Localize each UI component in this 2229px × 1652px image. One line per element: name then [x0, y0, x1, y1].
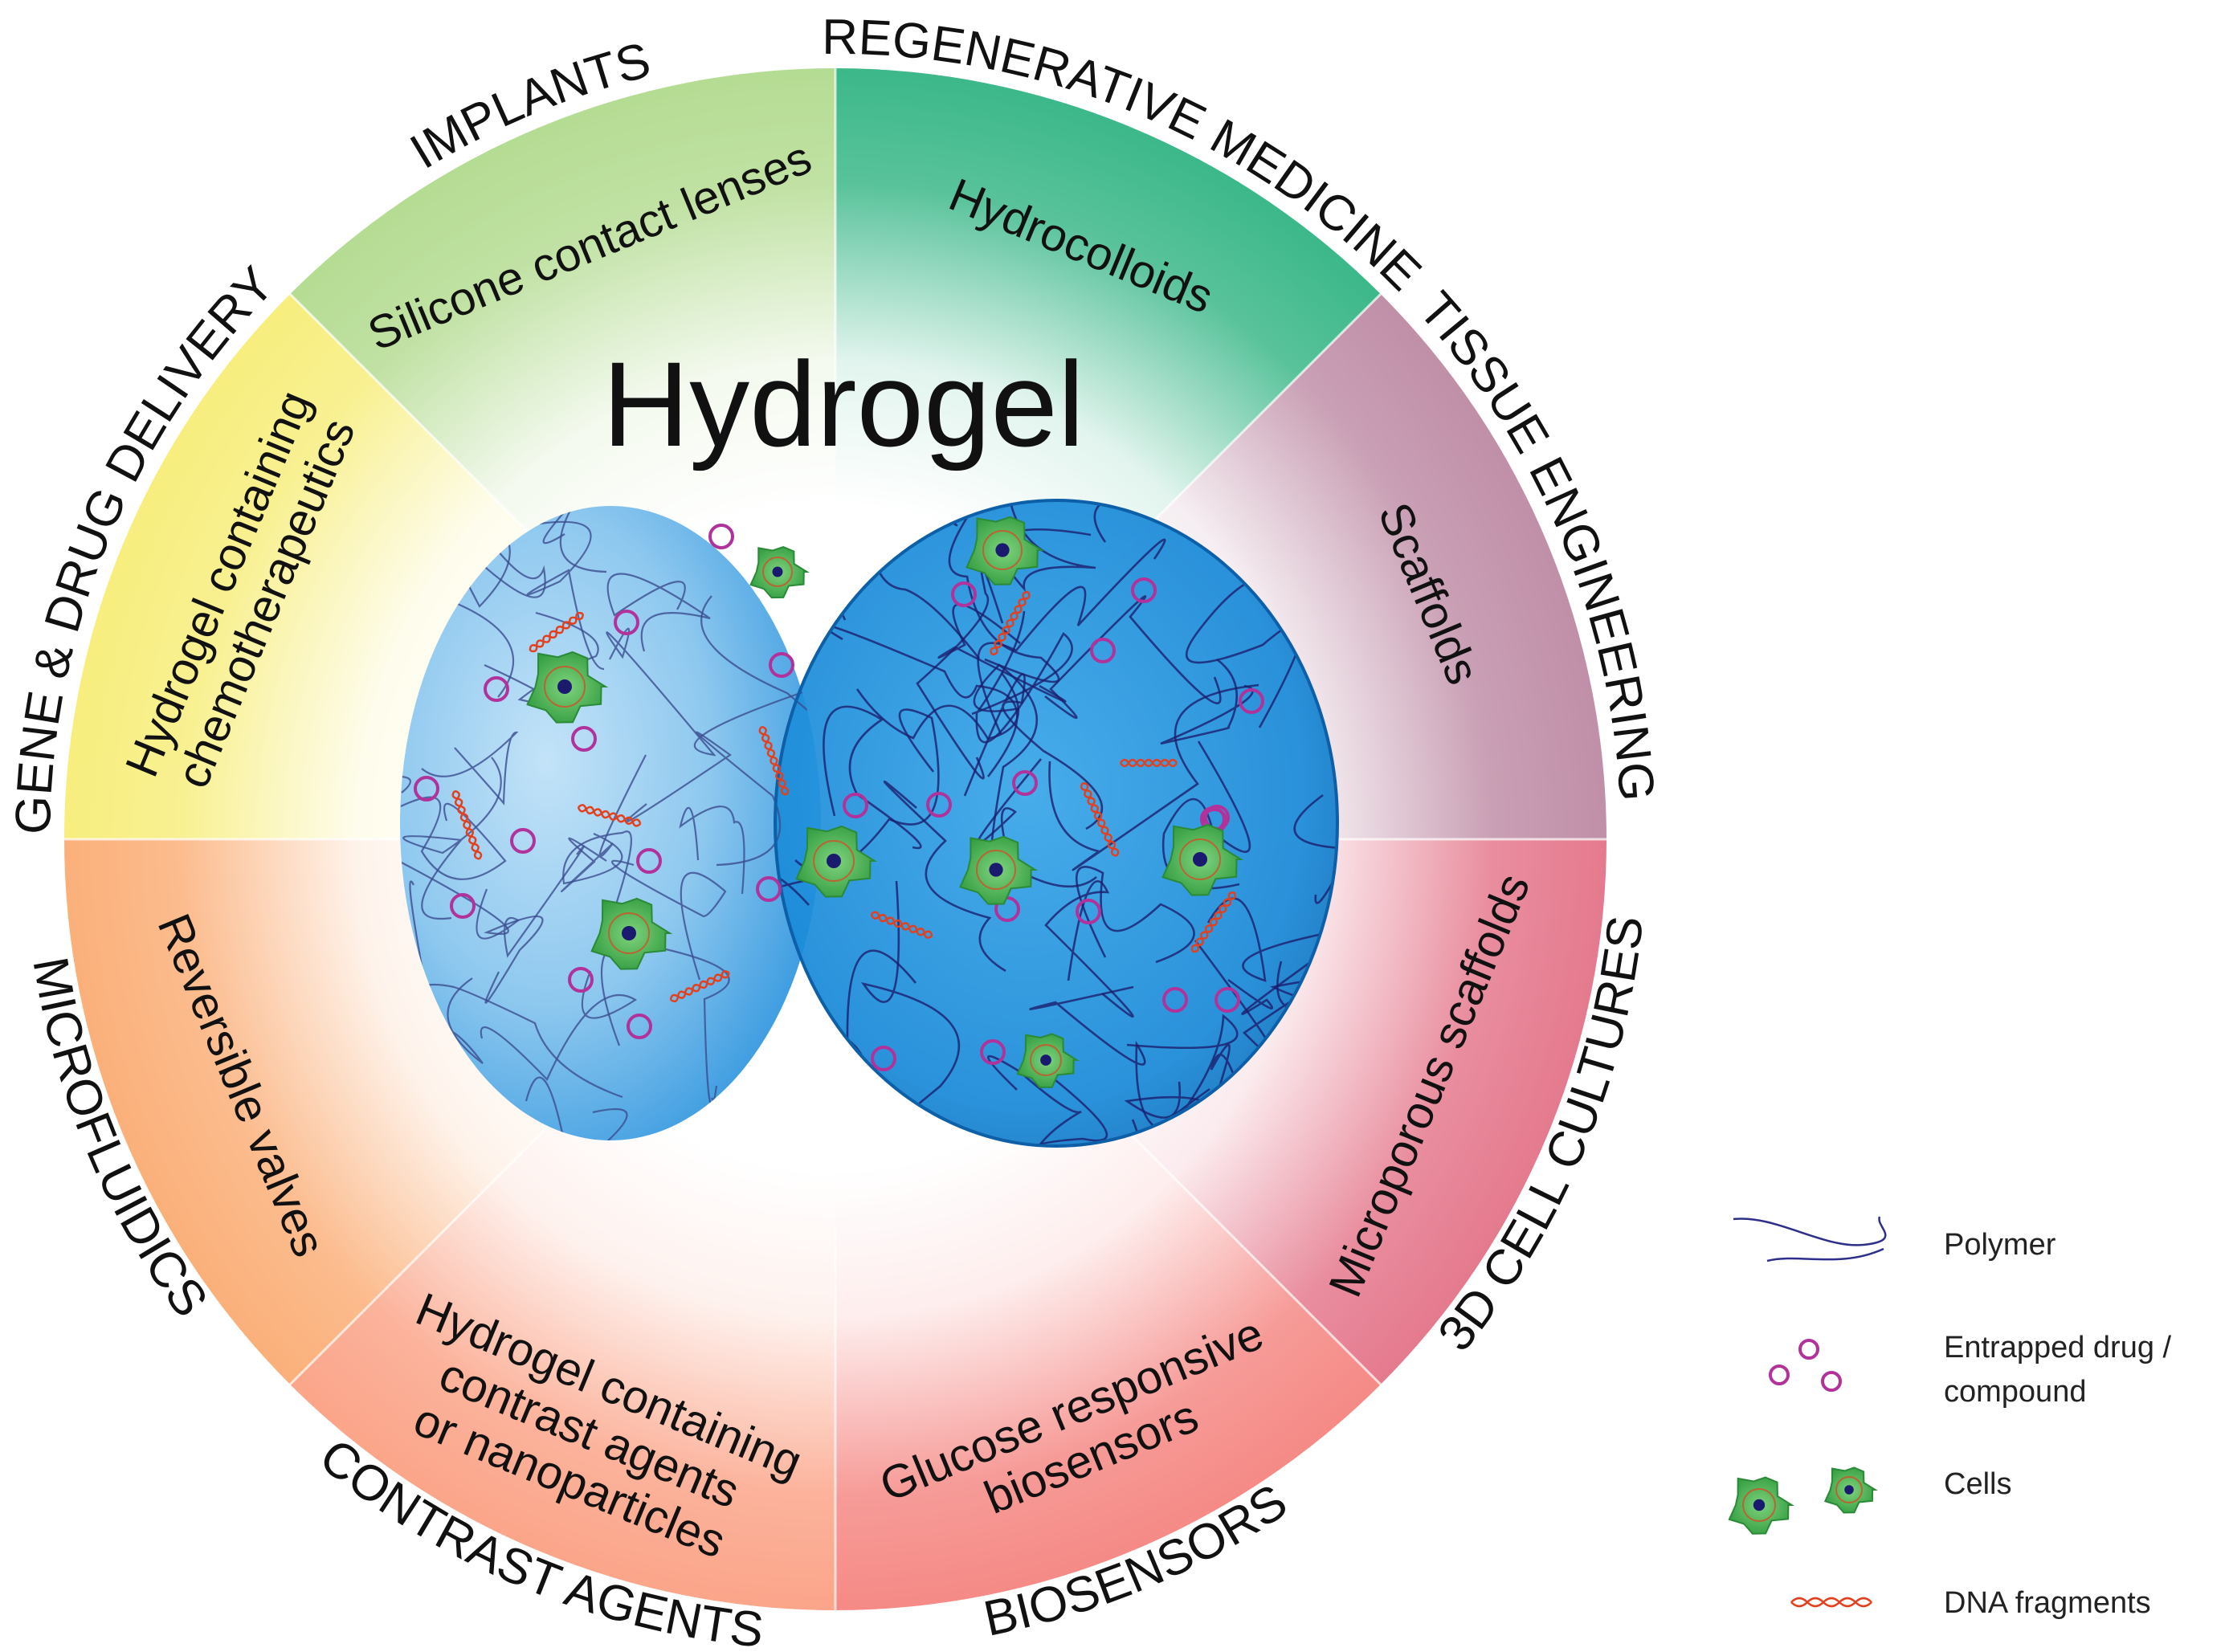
drug-ring [414, 776, 439, 802]
legend: Polymer Entrapped drug / compound Cells … [1728, 1216, 2172, 1620]
cell [1823, 1466, 1878, 1514]
drug-ring-icon [1798, 1339, 1819, 1360]
drug-ring [708, 524, 734, 549]
cell [959, 835, 1039, 905]
dna-fragment [1119, 758, 1178, 768]
dna-fragment [577, 804, 642, 827]
dna-fragment [529, 611, 584, 653]
drug-ring-icon [1821, 1371, 1842, 1392]
cell [590, 897, 673, 970]
drug-ring [510, 828, 536, 854]
drug-ring [756, 876, 782, 902]
legend-polymer-label: Polymer [1944, 1228, 2056, 1262]
polymer-line-icon [1733, 1216, 1887, 1262]
legend-dna: DNA fragments [1790, 1586, 2151, 1620]
legend-drug-label-2: compound [1944, 1375, 2086, 1409]
cell [1728, 1476, 1795, 1535]
drug-ring [769, 652, 794, 678]
dna-fragment [1190, 891, 1236, 953]
drug-ring [1215, 987, 1240, 1013]
legend-drug-label-1: Entrapped drug / [1944, 1331, 2172, 1364]
legend-polymer: Polymer [1733, 1216, 2056, 1262]
drug-ring [1131, 577, 1157, 603]
drug-ring [843, 793, 868, 818]
drug-ring [484, 676, 509, 702]
drug-ring [1090, 638, 1116, 663]
hydrogel-illustration [400, 499, 1339, 1148]
drug-ring [450, 893, 476, 919]
cell [526, 651, 609, 724]
drug-ring [980, 1039, 1006, 1065]
drug-ring-icon [1769, 1364, 1790, 1385]
drug-ring [1239, 688, 1264, 714]
dna-fragment [1080, 781, 1120, 857]
drug-ring [1012, 770, 1038, 796]
cell [1161, 823, 1244, 896]
cell [965, 516, 1045, 585]
cell [795, 825, 878, 898]
cell [749, 546, 810, 599]
drug-ring [614, 610, 639, 635]
dna-fragment [669, 970, 730, 1003]
legend-drug: Entrapped drug / compound [1769, 1331, 2172, 1409]
drug-ring [571, 726, 597, 752]
dna-fragment [758, 725, 790, 796]
hydrogel-right-rim [774, 499, 1339, 1148]
sector-dividers [64, 68, 1606, 1610]
drug-ring [871, 1046, 896, 1071]
diagram-title: Hydrogel [602, 337, 1084, 471]
dna-fragment [451, 789, 483, 860]
drug-ring [1162, 987, 1188, 1013]
dna-fragment [990, 590, 1031, 656]
dna-fragment [870, 911, 933, 939]
drug-ring [627, 1014, 652, 1039]
cell [1016, 1033, 1080, 1088]
hydrogel-left-lobe [400, 506, 821, 1140]
legend-cells-label: Cells [1944, 1467, 2011, 1501]
drug-ring [951, 581, 977, 607]
sector-divider [1107, 1111, 1382, 1385]
dna-fragment-icon [1790, 1597, 1872, 1608]
sector-divider [289, 1111, 564, 1385]
legend-dna-label: DNA fragments [1944, 1586, 2151, 1620]
drug-ring [636, 848, 662, 874]
hydrogel-contents [414, 516, 1264, 1088]
sector-divider [289, 293, 564, 568]
drug-ring [926, 792, 952, 818]
drug-ring [568, 967, 594, 993]
drug-ring [1076, 899, 1101, 924]
legend-cells: Cells [1728, 1466, 2011, 1535]
